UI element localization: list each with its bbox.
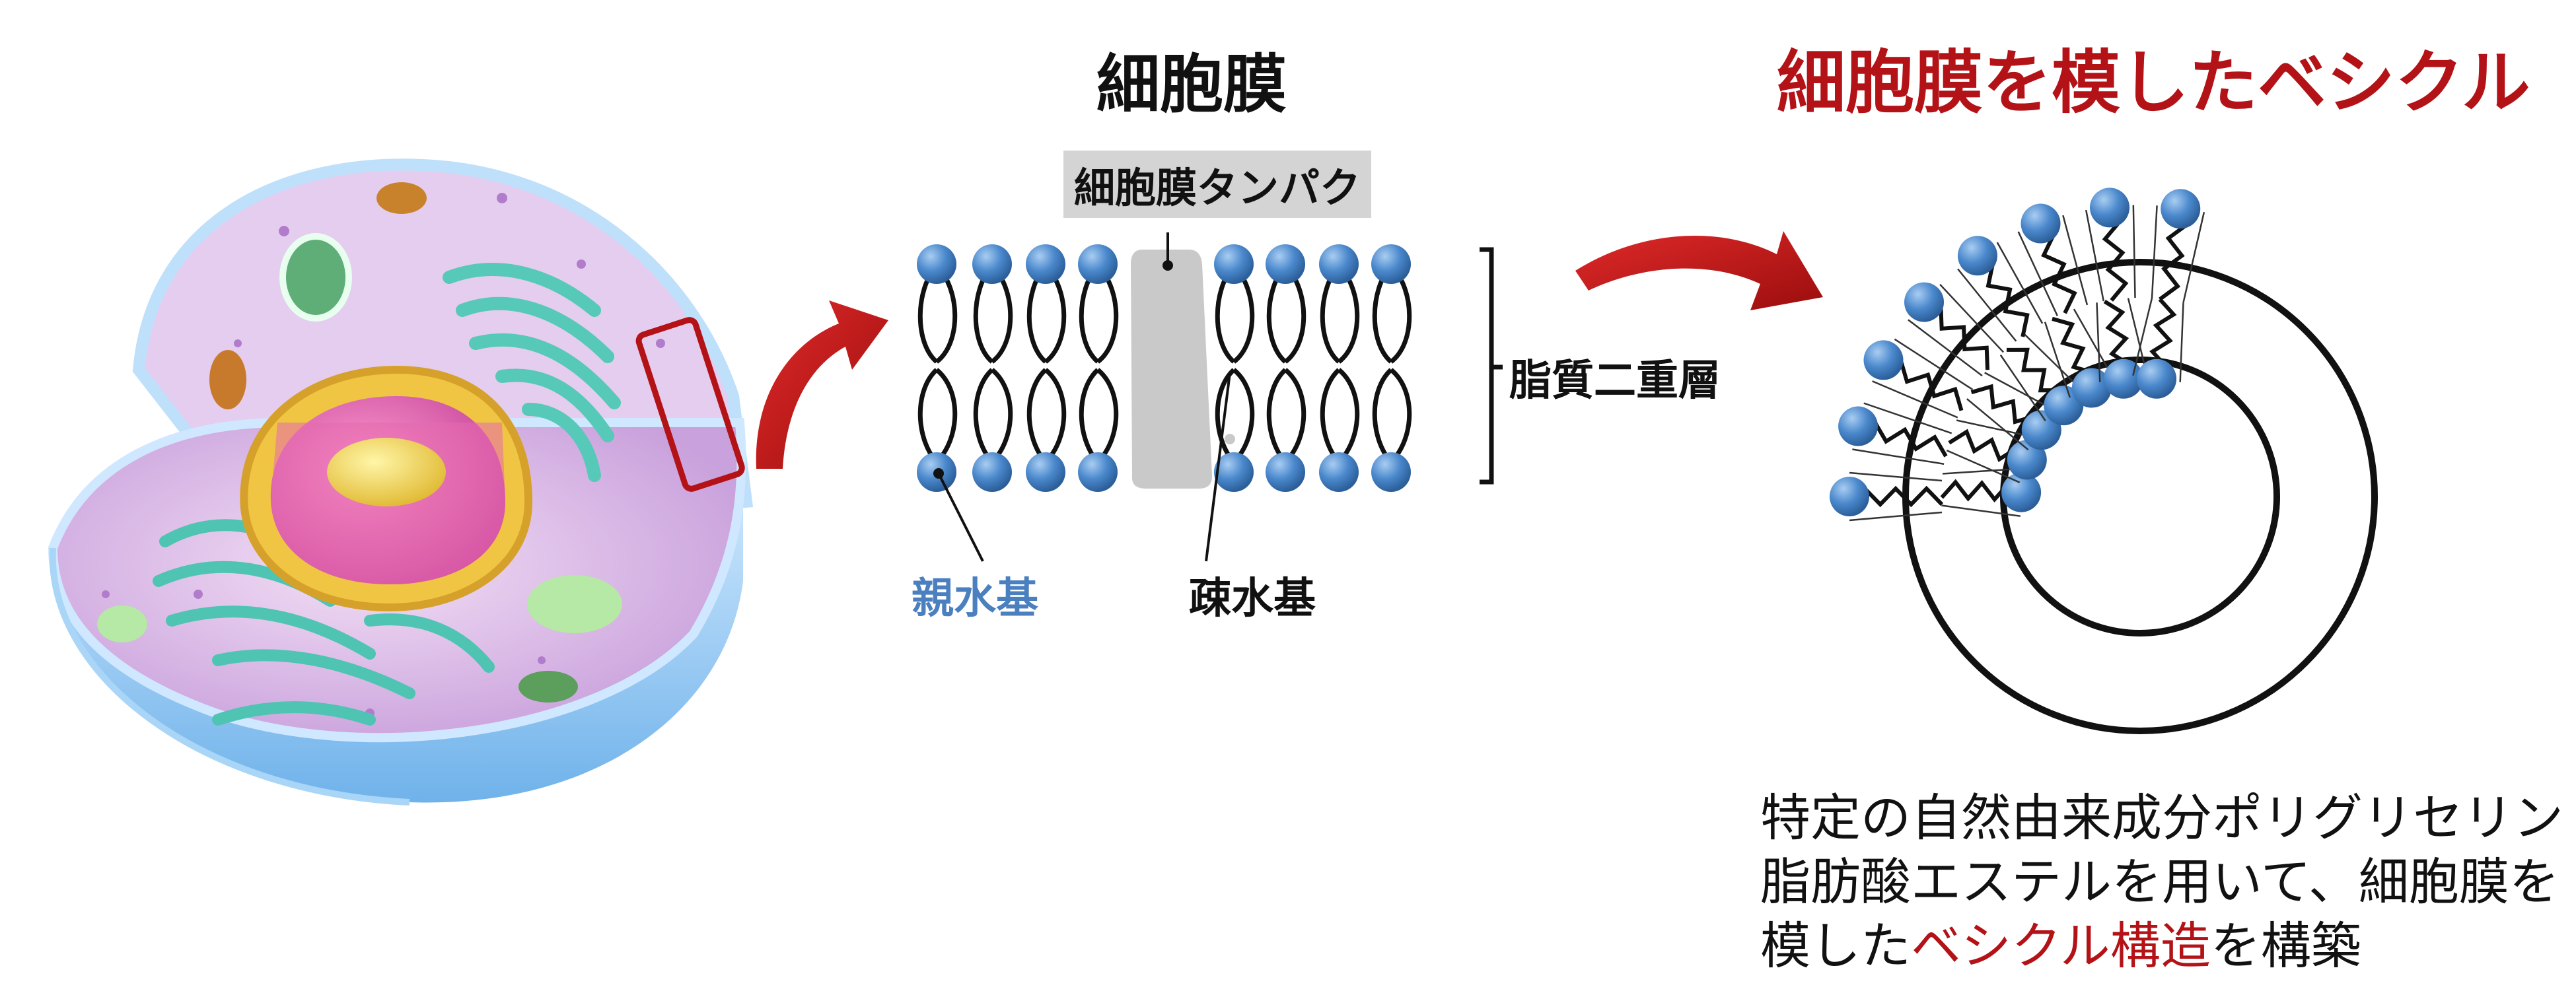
membrane-highlight-box [635, 317, 745, 492]
amphiphile-molecule [1904, 282, 2005, 377]
vesicle-outer-circle [1902, 259, 2378, 734]
lipid-bilayer-label: 脂質二重層 [1509, 357, 1721, 405]
membrane-title: 細胞膜 [1096, 48, 1287, 121]
arrow-membrane-to-vesicle [1575, 231, 1823, 310]
amphiphile-headgroup [2001, 472, 2042, 512]
amphiphile-headgroup [2021, 203, 2061, 244]
description-line-1: 特定の自然由来成分ポリグリセリン [1760, 788, 2563, 847]
amphiphile-headgroup [2090, 188, 2130, 228]
amphiphile-headgroup [2071, 368, 2112, 408]
membrane-protein [1131, 250, 1213, 489]
vesicle-diagram [1830, 188, 2378, 734]
vesicle-green-left [97, 605, 147, 642]
lipid-bilayer-diagram [917, 232, 1503, 562]
description-line-3-pre: 模した [1760, 916, 1911, 975]
vacuole [279, 233, 352, 322]
description-line-3-post: を構築 [2210, 916, 2361, 975]
amphiphile-molecule [1863, 338, 1974, 419]
description-highlight: ベシクル構造 [1911, 916, 2211, 975]
amphiphile-headgroup [2007, 440, 2047, 480]
description-line-2: 脂肪酸エステルを用いて、細胞膜を [1760, 852, 2559, 911]
cell-rim [49, 547, 410, 806]
mitochondrion-green [519, 671, 578, 703]
amphiphile-molecule [2151, 189, 2205, 303]
hydrophobic-label: 疎水基 [1189, 574, 1316, 623]
golgi-apparatus [443, 263, 621, 482]
amphiphile-headgroup [2103, 359, 2143, 399]
headgroups-left [917, 244, 1118, 492]
amphiphile-headgroup [1838, 406, 1878, 446]
description-line-3: 模したベシクル構造を構築 [1760, 914, 2563, 978]
vesicle-title: 細胞膜を模したベシクル [1777, 42, 2530, 123]
lipids-left [917, 244, 1119, 492]
amphiphile-molecule [2017, 203, 2089, 316]
amphiphile-headgroup [1830, 477, 1869, 516]
vesicle-green-right [527, 575, 622, 633]
leader-lines [933, 232, 1235, 562]
amphiphile-molecule [1830, 471, 1944, 522]
amphiphile-molecule [2085, 188, 2136, 302]
amphiphile-headgroup [1904, 282, 1945, 322]
amphiphile-molecule [1957, 236, 2044, 342]
headgroups-right [1214, 244, 1411, 492]
nucleolus [327, 438, 446, 506]
amphiphile-molecule [1946, 419, 2047, 483]
amphiphile-molecule [2096, 298, 2148, 399]
amphiphile-headgroup [1863, 340, 1904, 380]
amphiphile-molecule [2132, 298, 2184, 399]
amphiphile-headgroup [2161, 189, 2201, 229]
amphiphile-molecule [1838, 402, 1952, 465]
cell-illustration [48, 158, 754, 806]
mitochondrion-top [376, 182, 427, 214]
lipids-right [1214, 244, 1412, 492]
bilayer-bracket [1480, 247, 1503, 485]
hydrophilic-label: 親水基 [912, 574, 1038, 623]
arrow-cell-to-membrane [756, 300, 888, 469]
vesicle-left [209, 350, 246, 409]
vesicle-inner-circle [2000, 357, 2280, 636]
amphiphile-headgroup [2137, 359, 2177, 399]
membrane-protein-label: 細胞膜タンパク [1063, 151, 1372, 218]
vesicle-lipids [1830, 188, 2205, 522]
amphiphile-headgroup [1957, 236, 1997, 276]
endoplasmic-reticulum [153, 519, 495, 726]
amphiphile-molecule [1940, 467, 2042, 517]
amphiphile-molecule [2044, 308, 2114, 408]
description: 特定の自然由来成分ポリグリセリン 脂肪酸エステルを用いて、細胞膜を 模したベシク… [1760, 786, 2563, 978]
